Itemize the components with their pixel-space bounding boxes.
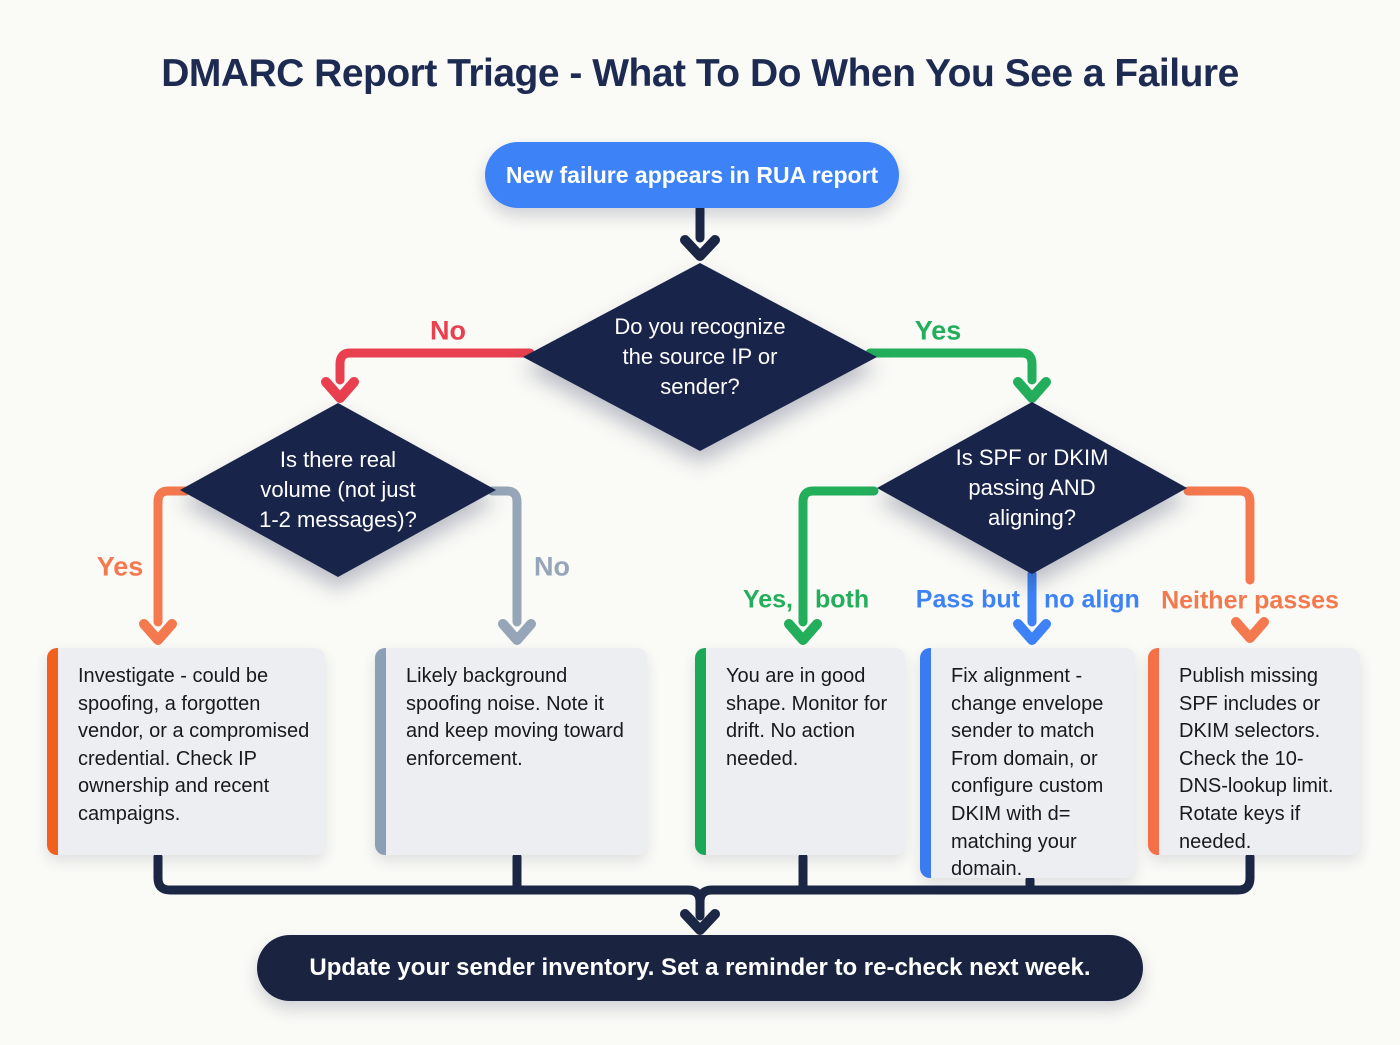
- decision-align-shape: Is SPF or DKIM passing AND aligning?: [877, 402, 1187, 574]
- outcome-good-shape: You are in good shape. Monitor for drift…: [695, 648, 905, 855]
- edge-recognize-no: [321, 348, 535, 403]
- branch-label-align-both-right: both: [815, 585, 870, 614]
- end-node-label: Update your sender inventory. Set a remi…: [309, 954, 1091, 981]
- branch-label-volume-no: No: [534, 551, 570, 582]
- branch-label-volume-yes: Yes: [96, 551, 144, 582]
- decision-align-label: Is SPF or DKIM passing AND aligning?: [955, 445, 1109, 530]
- end-node: Update your sender inventory. Set a remi…: [257, 935, 1143, 1001]
- edge-align-both: [784, 486, 879, 645]
- start-node: New failure appears in RUA report: [485, 142, 899, 208]
- edge-align-pass-noalign: [1013, 569, 1051, 645]
- branch-label-recognize-no: No: [430, 315, 466, 346]
- outcome-investigate-spoofing: Investigate - could be spoofing, a forgo…: [47, 648, 325, 855]
- edge-start-to-recognize: [680, 204, 720, 261]
- edge-align-neither: [1183, 486, 1269, 643]
- decision-recognize-label: Do you recognize the source IP or sender…: [614, 314, 786, 399]
- decision-recognize-sender: Do you recognize the source IP or sender…: [523, 263, 877, 451]
- start-node-label: New failure appears in RUA report: [505, 161, 879, 188]
- page-title: DMARC Report Triage - What To Do When Yo…: [161, 52, 1239, 95]
- outcome-background-noise: Likely background spoofing noise. Note i…: [375, 648, 647, 855]
- branch-label-align-both-left: Yes,: [742, 585, 793, 614]
- branch-label-align-pass-left: Pass but: [915, 585, 1020, 614]
- decision-real-volume: Is there real volume (not just 1-2 messa…: [180, 403, 496, 577]
- branch-label-align-pass-right: no align: [1044, 585, 1140, 614]
- decision-volume-shape: Is there real volume (not just 1-2 messa…: [180, 403, 496, 577]
- outcome-publish-records: Publish missing SPF includes or DKIM sel…: [1148, 648, 1360, 855]
- branch-label-align-neither: Neither passes: [1161, 586, 1339, 615]
- edge-recognize-yes: [865, 348, 1051, 403]
- edge-volume-no: [487, 486, 536, 645]
- branch-label-recognize-yes: Yes: [914, 315, 962, 346]
- decision-volume-label: Is there real volume (not just 1-2 messa…: [259, 447, 417, 532]
- outcome-fix-alignment: Fix alignment - change envelope sender t…: [920, 648, 1135, 880]
- decision-spf-dkim-align: Is SPF or DKIM passing AND aligning?: [877, 402, 1187, 574]
- decision-recognize-shape: Do you recognize the source IP or sender…: [523, 263, 877, 451]
